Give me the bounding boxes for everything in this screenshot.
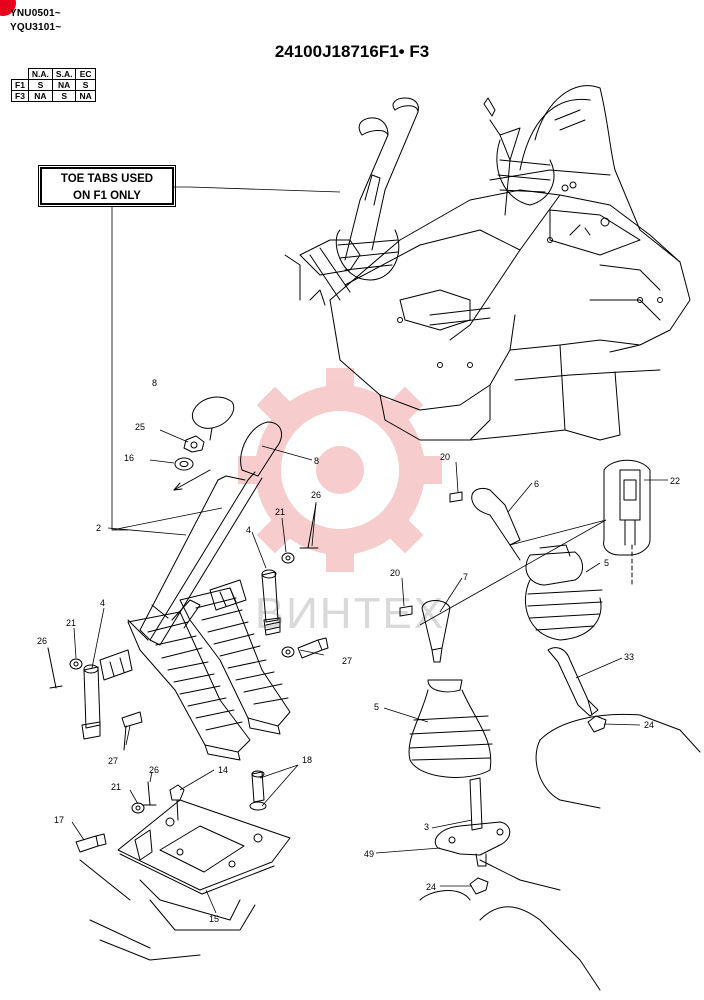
bolt-part-17 [75,833,107,853]
callout-8-upper: 8 [152,378,157,388]
callout-25: 25 [135,422,145,432]
callout-26-lower: 26 [149,765,159,775]
toe-tabs-note: TOE TABS USED ON F1 ONLY [38,165,176,207]
variant-cell: S [75,79,96,91]
bolt-part-27-b [121,711,143,751]
nut-part-21-a [281,552,295,564]
joystick-part-6 [471,487,521,561]
travel-lever-part-2 [127,421,283,646]
callout-15: 15 [209,914,219,924]
callout-5-upper: 5 [604,558,609,568]
callout-22: 22 [670,476,680,486]
damper-part-4-right [261,569,281,636]
lever-knob-part-8 [191,396,235,429]
callout-17: 17 [54,815,64,825]
callout-26-left: 26 [37,636,47,646]
variant-col-na: N.A. [27,68,53,80]
floor-outline [79,713,701,991]
base-plate-part-15 [117,799,291,931]
watermark-text: ВИНТЕХ [255,589,445,638]
cab-console-assembly [284,85,691,441]
callout-49: 49 [364,849,374,859]
bolt-part-18 [249,770,267,811]
joystick-part-7 [421,600,451,663]
toe-tabs-note-line-2: ON F1 ONLY [73,190,141,202]
bolt-part-14 [169,784,185,821]
nut-part-21-b [69,658,83,670]
callout-24-right: 24 [644,720,654,730]
pedal-toe-tab-left [99,649,133,681]
callout-20-upper: 20 [440,452,450,462]
nut-part-24-a [587,715,607,733]
screw-part-20-a [449,491,463,503]
nut-part-24-b [469,877,489,895]
variant-row-f3: F3 NA S NA [11,90,96,102]
variant-cell: NA [27,90,53,102]
nut-part-25 [183,435,205,453]
callout-21-left: 21 [66,618,76,628]
callout-labels: 8 25 16 8 2 26 21 4 4 26 21 27 27 21 26 … [37,378,680,924]
boot-part-5-upper [524,544,603,641]
pin-part-26-a [299,503,319,549]
nut-part-21-c [131,802,145,814]
pin-part-26-c [142,781,157,806]
detail-view-part-22 [603,459,651,586]
bolt-part-27-a [297,637,329,659]
callout-6: 6 [534,479,539,489]
watermark-gear-logo [238,368,442,572]
travel-pedal-left [127,611,251,761]
shaft-part-3 [434,777,511,867]
callout-4-left: 4 [100,598,105,608]
variant-cell: NA [75,90,96,102]
callout-21-lower: 21 [111,782,121,792]
boot-part-5-lower [408,679,493,778]
lever-part-33 [547,647,599,717]
damper-part-4-left [81,664,101,740]
callout-20-lower: 20 [390,568,400,578]
serial-range-1: YNU0501~ [10,8,61,19]
toe-tabs-note-line-1: TOE TABS USED [60,173,154,185]
travel-pedal-right [179,587,291,735]
washer-part-16 [174,457,194,471]
callout-24-lower: 24 [426,882,436,892]
variant-row-f1: F1 S NA S [11,79,96,91]
callout-16: 16 [124,453,134,463]
nut-part-21-d [281,646,295,658]
callout-27-left: 27 [108,756,118,766]
variant-table: N.A. S.A. EC F1 S NA S F3 NA S NA [11,68,96,102]
callout-18: 18 [302,755,312,765]
callout-8-lower: 8 [314,456,319,466]
callout-5-lower: 5 [374,702,379,712]
callout-33: 33 [624,652,634,662]
callout-7: 7 [463,572,468,582]
corner-red-mark [0,0,16,16]
pedal-toe-tab-right [209,579,247,611]
callout-4-right: 4 [246,525,251,535]
callout-26-upper: 26 [311,490,321,500]
callout-3: 3 [424,822,429,832]
assembly-arrow [173,469,211,491]
callout-21-upper: 21 [275,507,285,517]
serial-range-2: YQU3101~ [10,22,62,33]
part-number-title: 24100J18716F1• F3 [274,42,430,61]
callout-14: 14 [218,765,228,775]
pin-part-26-b [47,647,63,689]
callout-2: 2 [96,523,101,533]
leader-lines [71,186,668,914]
callout-27-right: 27 [342,656,352,666]
knob-stem [209,427,213,441]
screw-part-20-b [399,605,413,617]
